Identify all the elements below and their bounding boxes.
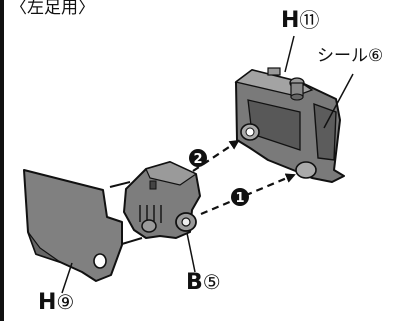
label-b5-letter: B: [186, 270, 203, 295]
label-seal: シール⑥: [317, 46, 384, 66]
step-2-badge: [189, 149, 207, 167]
left-border-line: [0, 0, 4, 321]
diagram-title: 〈左足用〉: [10, 0, 95, 18]
arrow-step-2: [192, 139, 240, 172]
label-h11: H⑪: [281, 10, 319, 32]
part-h11: [234, 67, 345, 183]
label-b5: B⑤: [186, 272, 221, 294]
label-b5-number: ⑤: [202, 270, 221, 294]
label-h11-letter: H: [281, 8, 300, 33]
label-h9-letter: H: [38, 290, 57, 315]
part-b5: [123, 161, 201, 239]
guide-h9-b5-bottom: [121, 237, 143, 245]
leader-h9: [61, 262, 73, 294]
leader-h11: [284, 35, 295, 73]
step-1-badge: [231, 188, 249, 206]
part-h9: [23, 169, 123, 282]
label-h9-number: ⑨: [56, 290, 75, 314]
step-2-number: 2: [193, 152, 202, 167]
step-1-number: 1: [235, 191, 244, 206]
label-h11-number: ⑪: [299, 8, 320, 32]
leader-b5: [186, 232, 196, 273]
label-h9: H⑨: [38, 292, 74, 314]
leader-seal: [323, 73, 354, 129]
guide-h9-b5-top: [109, 181, 131, 188]
